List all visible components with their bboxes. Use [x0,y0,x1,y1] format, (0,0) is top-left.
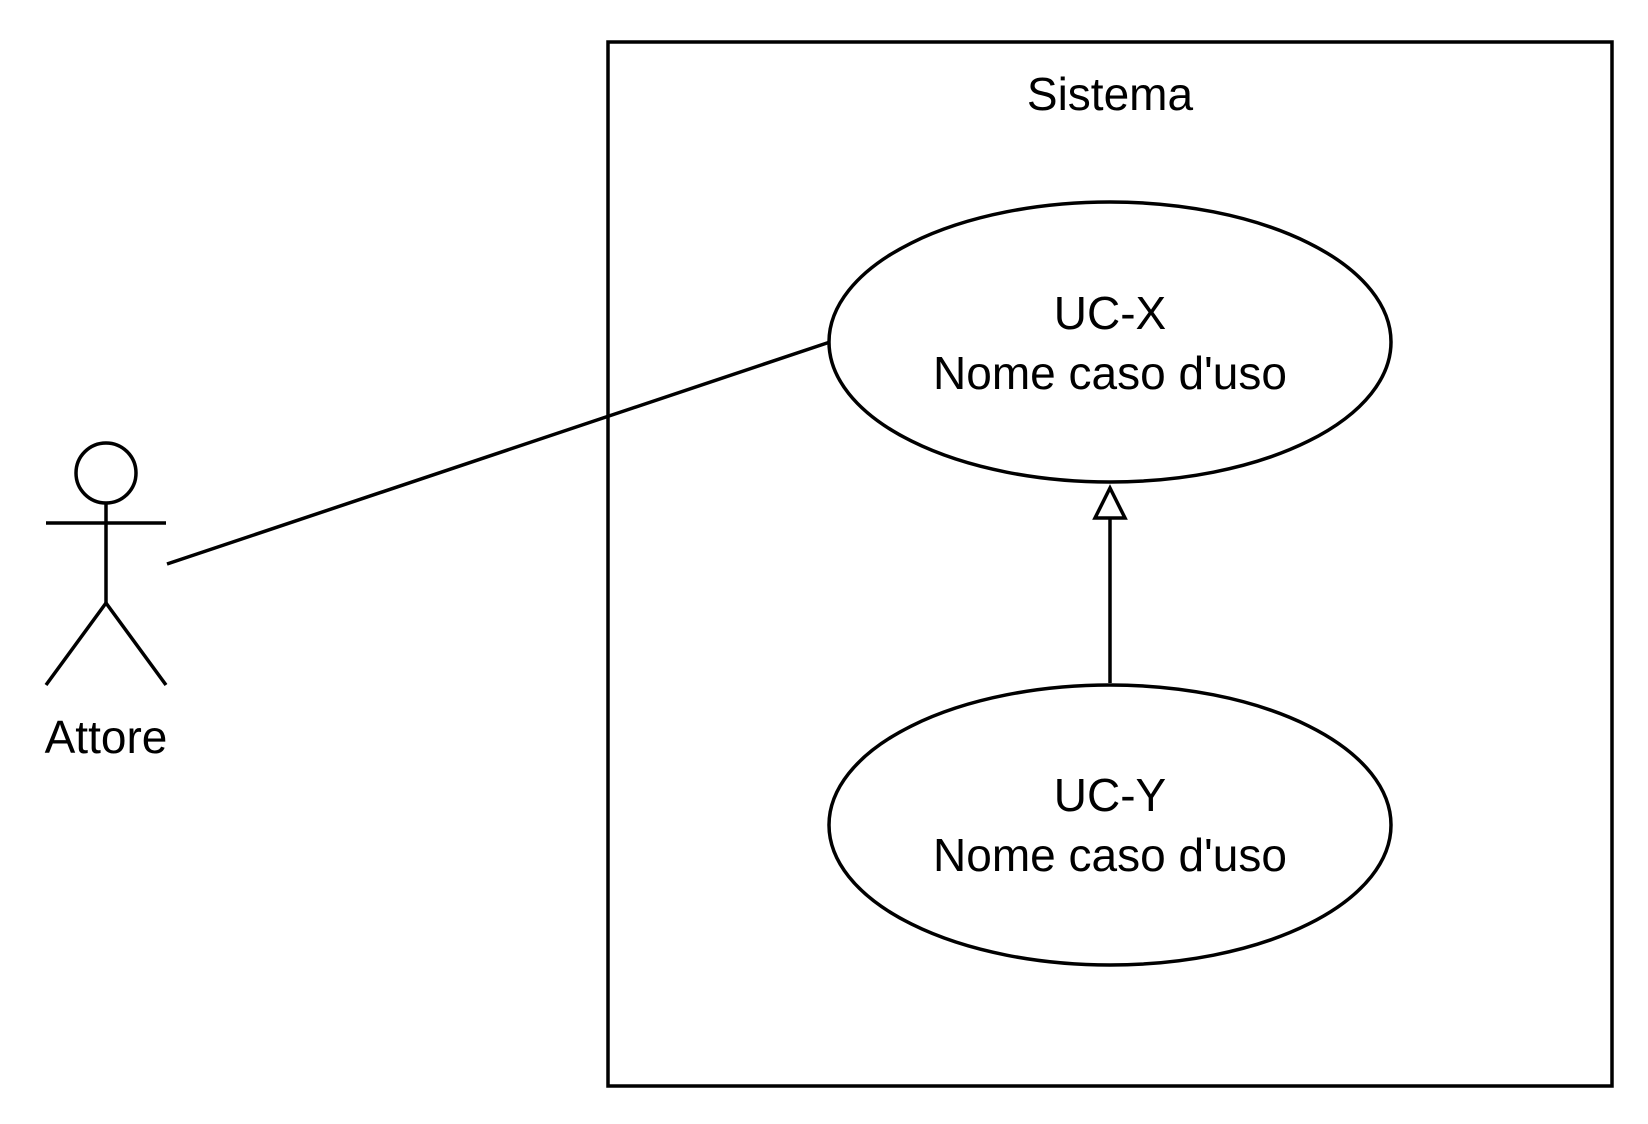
use-case-uc-y-ellipse [827,683,1393,967]
use-case-uc-x[interactable]: UC-X Nome caso d'uso [827,200,1393,484]
use-case-uc-y[interactable]: UC-Y Nome caso d'uso [827,683,1393,967]
use-case-uc-y-name: Nome caso d'uso [933,829,1287,881]
use-case-uc-y-id: UC-Y [1054,769,1166,821]
system-label: Sistema [1027,68,1194,120]
use-case-uc-x-id: UC-X [1054,287,1166,339]
generalization-arrow[interactable] [1092,484,1128,683]
generalization-arrowhead-icon [1092,484,1128,520]
actor-label: Attore [45,711,168,763]
system-boundary-box [606,40,1614,1088]
use-case-uc-x-name: Nome caso d'uso [933,347,1287,399]
system-boundary[interactable]: Sistema [606,40,1614,1088]
actor-stick-figure-icon [44,441,168,687]
use-case-uc-x-ellipse [827,200,1393,484]
association-line[interactable] [166,340,831,566]
actor[interactable]: Attore [44,441,168,763]
